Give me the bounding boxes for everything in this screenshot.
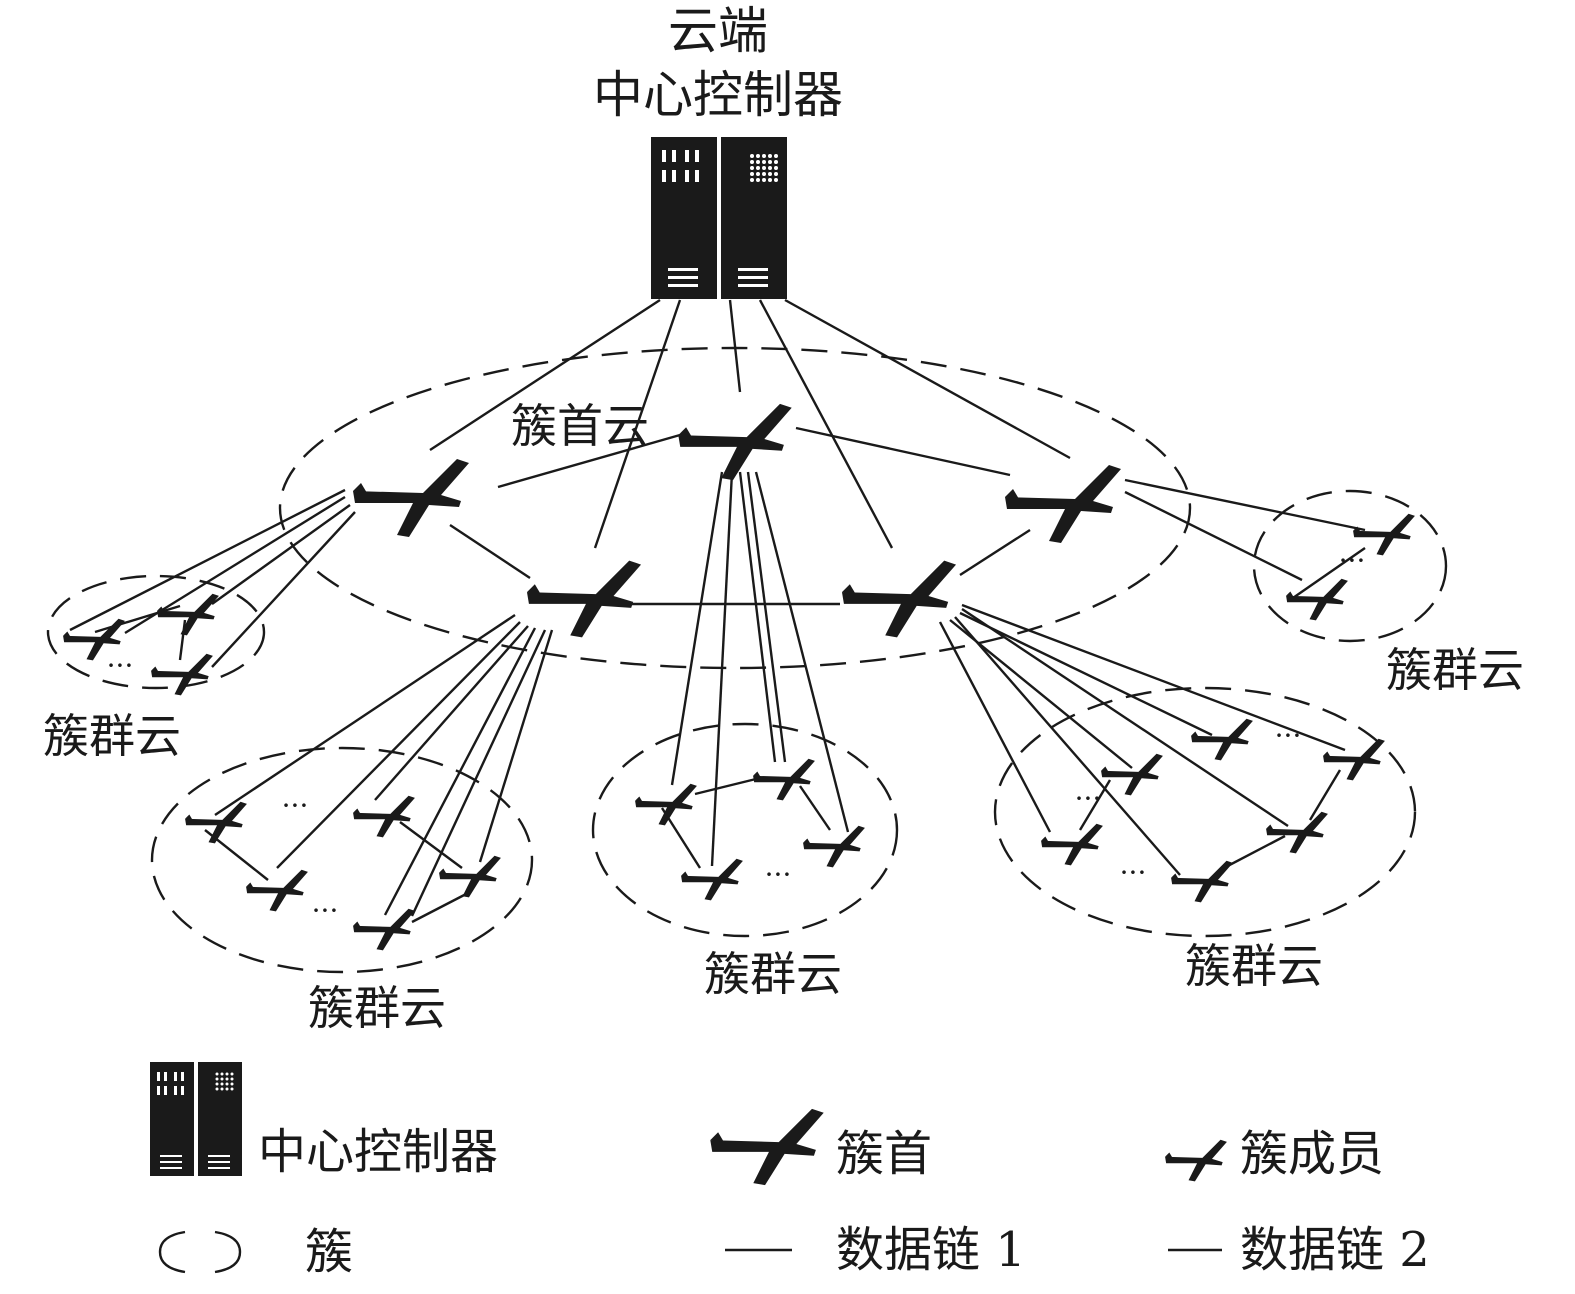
cluster-cloud-label-bottom-right: 簇群云: [1185, 939, 1323, 993]
ellipsis: ···: [282, 789, 309, 822]
cluster-member-uav-icon: [185, 801, 247, 844]
legend-cluster-label: 簇: [305, 1224, 353, 1280]
cluster-member-uav-icon: [353, 908, 415, 951]
ellipsis-markers: ··· ··· ··· ··· ··· ··· ··· ···: [107, 544, 1366, 927]
cluster-head-uav-icon: [678, 403, 792, 481]
cluster-member-uav-icon: [439, 855, 501, 898]
cluster-cloud-label-bottom-left: 簇群云: [308, 981, 446, 1035]
legend-link1-label: 数据链 1: [836, 1222, 1026, 1278]
ellipsis: ···: [1339, 544, 1366, 577]
legend-head-icon: [710, 1108, 824, 1186]
cluster-member-uav-icon: [1191, 718, 1253, 761]
cluster-cloud-label-bottom-center: 簇群云: [704, 947, 842, 1001]
head-cloud-label: 簇首云: [511, 399, 649, 453]
legend-cluster-icon: [158, 1230, 242, 1274]
ellipsis: ···: [107, 649, 134, 682]
cluster-member-uav-icon: [353, 795, 415, 838]
ellipsis: ···: [1075, 782, 1102, 815]
legend-link2-label: 数据链 2: [1240, 1222, 1430, 1278]
cluster-ellipse-bottom-right: [993, 686, 1417, 938]
cluster-head-uav-icon: [841, 560, 957, 638]
cluster-member-uav-icon: [1041, 823, 1103, 866]
cluster-member-uav-icon: [803, 825, 865, 868]
legend: 中心控制器 簇首 簇成员 簇 数据链 1 数据链 2: [150, 1062, 1430, 1280]
legend-head-label: 簇首: [836, 1126, 932, 1182]
central-controller-icon: [651, 137, 787, 299]
ellipsis: ···: [765, 858, 792, 891]
title-line-2: 中心控制器: [593, 66, 843, 124]
cluster-member-uav-icon: [157, 593, 219, 636]
cluster-head-uav-icon: [526, 560, 642, 638]
ellipsis: ···: [1275, 719, 1302, 752]
cluster-ellipse-bottom-center: [591, 722, 899, 938]
legend-member-icon: [1165, 1139, 1227, 1182]
cluster-cloud-label-right: 簇群云: [1386, 643, 1524, 697]
data-links: [69, 298, 1366, 924]
legend-controller-icon: [150, 1062, 242, 1176]
cluster-ellipse-left: [46, 574, 266, 690]
cluster-ellipse-bottom-left: [150, 746, 534, 974]
title-line-1: 云端: [668, 2, 768, 60]
cluster-ellipse-right: [1252, 489, 1448, 643]
cluster-member-uav-icon: [635, 783, 697, 826]
cluster-head-uav-icon: [1005, 465, 1121, 543]
legend-controller-label: 中心控制器: [258, 1124, 498, 1180]
cluster-cloud-label-left: 簇群云: [43, 709, 181, 763]
ellipsis: ···: [1120, 856, 1147, 889]
cluster-member-uav-icon: [1101, 753, 1163, 796]
legend-member-label: 簇成员: [1240, 1126, 1384, 1182]
cluster-members: [63, 513, 1415, 951]
cluster-member-uav-icon: [1171, 860, 1233, 903]
cluster-member-uav-icon: [1286, 578, 1348, 621]
cluster-member-uav-icon: [246, 869, 308, 912]
cluster-heads: [353, 403, 1121, 638]
ellipsis: ···: [312, 894, 339, 927]
